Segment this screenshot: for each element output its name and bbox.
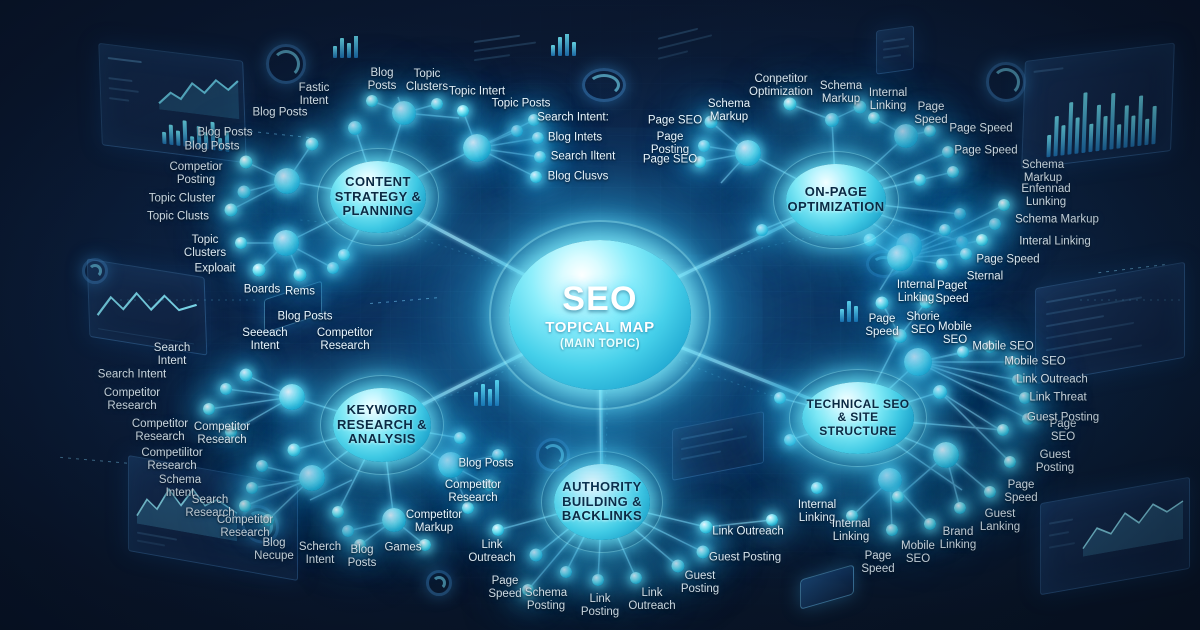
seo-topical-map-infographic: CONTENT STRATEGY & PLANNING ON-PAGE OPTI… xyxy=(0,0,1200,630)
vignette-overlay xyxy=(0,0,1200,630)
